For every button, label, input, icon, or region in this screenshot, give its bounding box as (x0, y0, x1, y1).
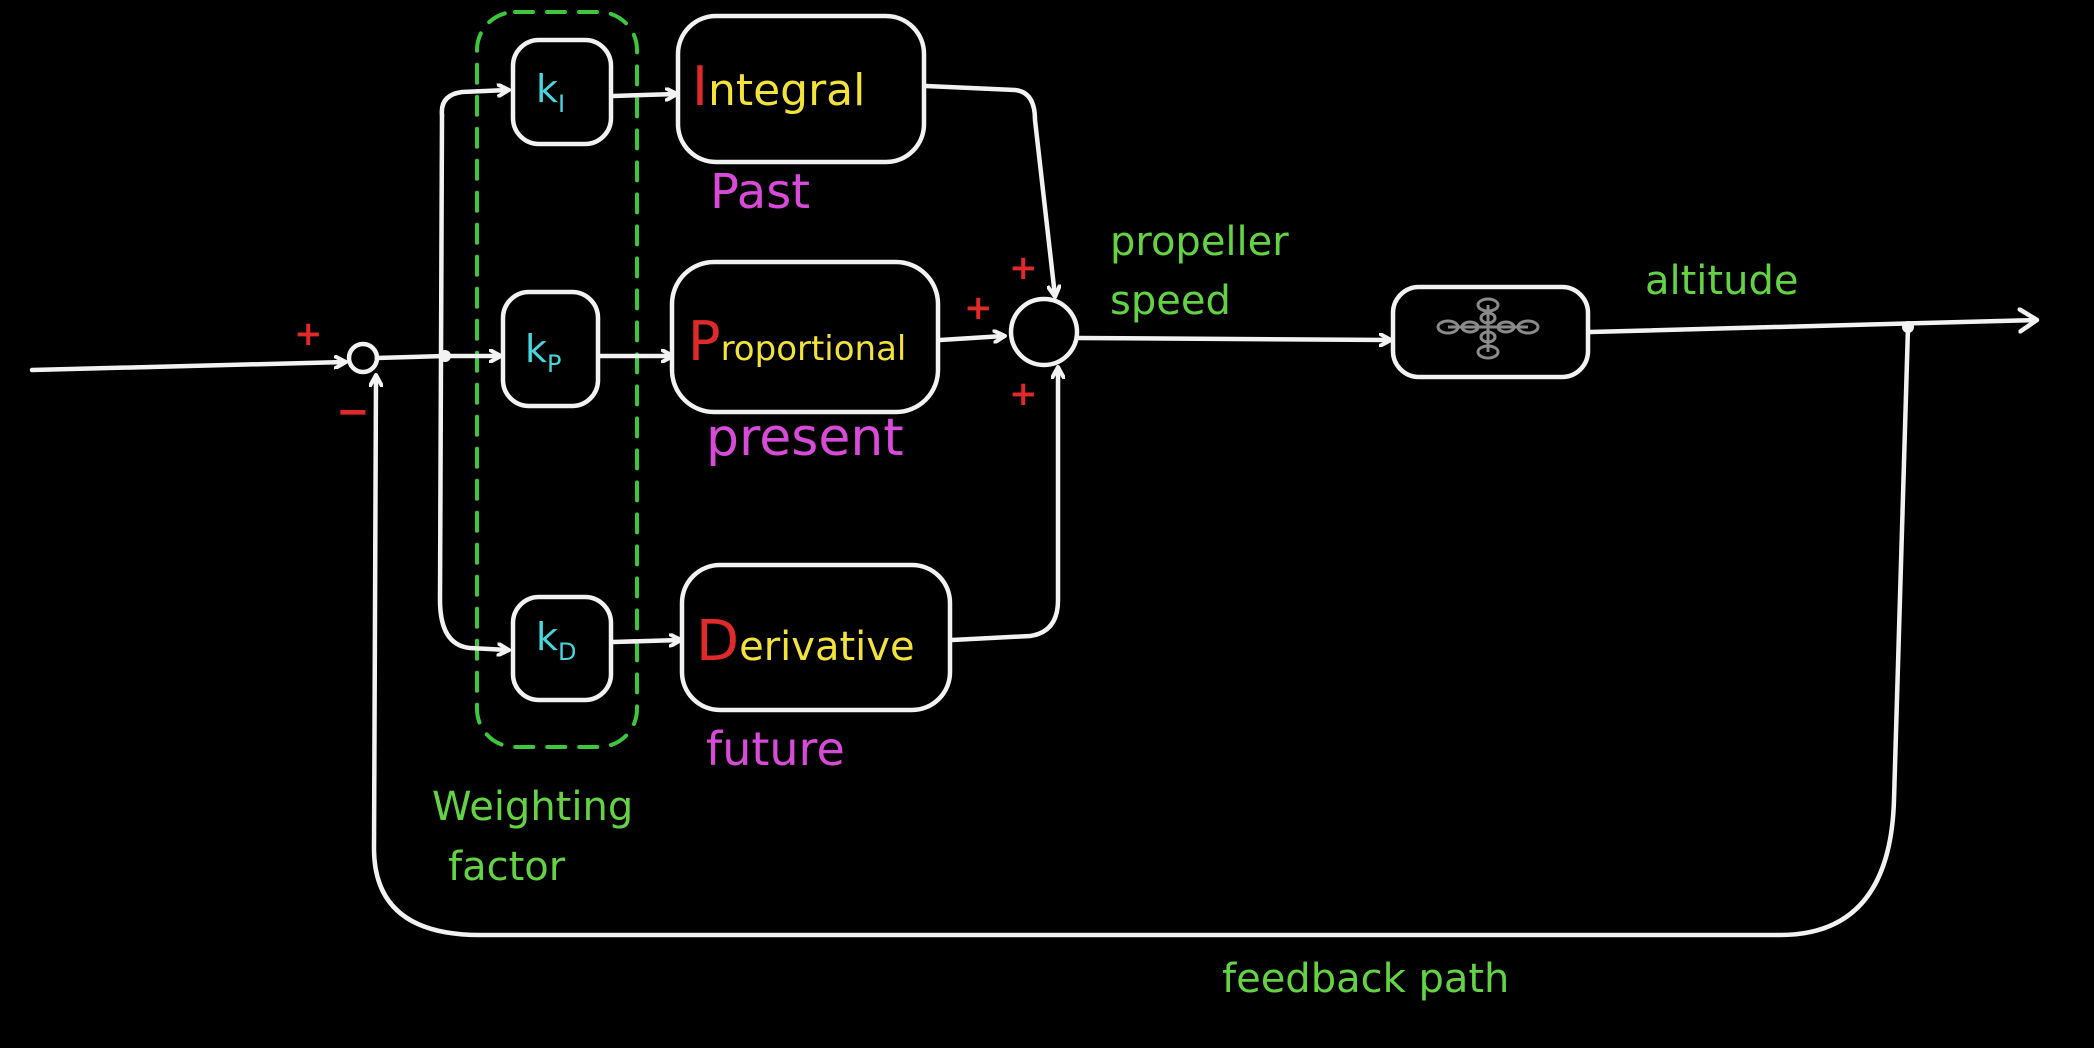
weighting-label-line2: factor (448, 844, 566, 890)
feedback-path (374, 324, 1911, 938)
branch-to-ki (439, 90, 508, 118)
error-line (374, 353, 448, 361)
integral-plus-sign: + (1009, 248, 1038, 288)
integral-output (923, 83, 1055, 296)
propeller-label-line2: speed (1110, 278, 1231, 324)
input-plus-sign: + (294, 314, 323, 354)
integral-label: Integral (692, 55, 865, 118)
derivative-output (949, 368, 1058, 643)
propeller-label-line1: propeller (1110, 219, 1289, 265)
kp-label: kP (525, 327, 562, 378)
proportional-output (937, 336, 1004, 340)
altitude-label: altitude (1645, 258, 1798, 304)
ki-gain-block (510, 37, 614, 147)
derivative-label: Derivative (696, 609, 915, 674)
proportional-block (669, 259, 941, 415)
summing-junction-error (346, 341, 380, 375)
altitude-output-line (1587, 320, 2036, 335)
propeller-speed-line (1075, 338, 1390, 340)
weighting-factor-group (475, 10, 639, 749)
summing-junction-output (1008, 296, 1080, 368)
proportional-label: Proportional (688, 310, 906, 373)
quadcopter-icon (1436, 297, 1540, 360)
past-label: Past (710, 164, 810, 220)
kp-gain-block (500, 289, 601, 409)
ki-label: kI (536, 67, 565, 118)
future-label: future (706, 722, 845, 776)
ki-to-integral (610, 94, 676, 96)
kd-to-derivative (610, 640, 680, 642)
feedback-minus-sign: − (336, 389, 370, 435)
weighting-label-line1: Weighting (432, 784, 633, 830)
derivative-plus-sign: + (1009, 374, 1038, 414)
branch-to-kd (437, 112, 508, 650)
feedback-path-label: feedback path (1222, 956, 1509, 1002)
proportional-plus-sign: + (964, 288, 993, 328)
present-label: present (706, 408, 904, 468)
derivative-block (679, 562, 953, 713)
kd-gain-block (510, 594, 614, 703)
input-line (29, 362, 345, 373)
kd-label: kD (536, 615, 577, 666)
integral-block (675, 13, 927, 165)
